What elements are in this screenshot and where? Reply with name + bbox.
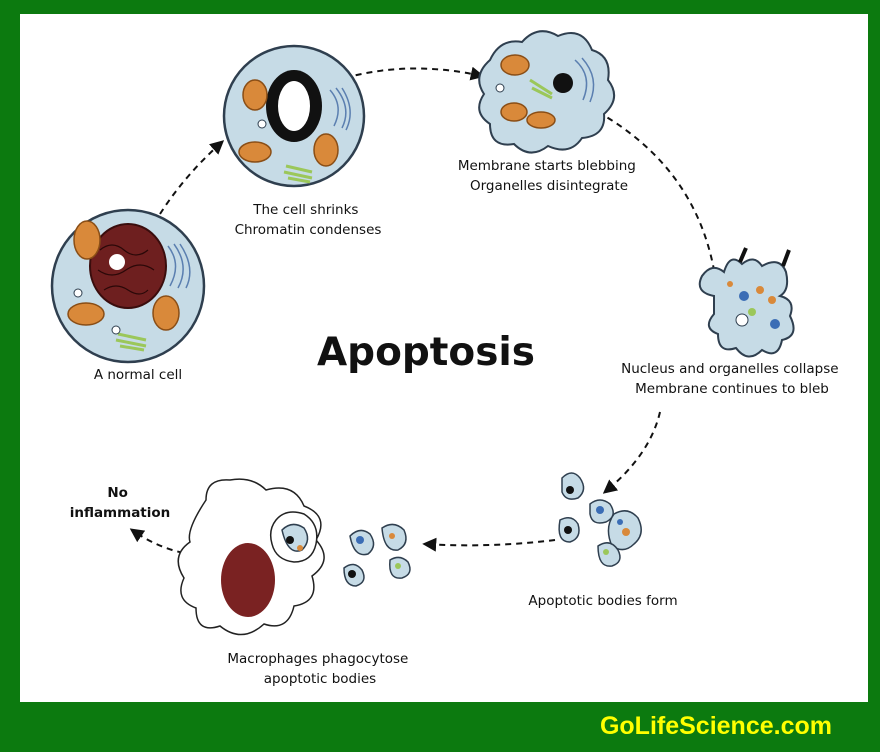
label-shrinks-line2: Chromatin condenses — [235, 222, 382, 238]
label-blebbing: Membrane starts blebbing Organelles disi… — [458, 158, 640, 194]
apoptotic-bodies — [558, 472, 642, 567]
label-outcome-line1: No — [107, 485, 128, 501]
label-no-inflammation: No inflammation — [70, 485, 171, 521]
label-collapse-line2: Membrane continues to bleb — [635, 381, 829, 397]
arrow-normal-to-shrinks — [159, 140, 225, 215]
label-normal-line1: A normal cell — [94, 367, 182, 383]
arrow-blebbing-to-collapse — [597, 111, 722, 285]
blebbing-cell — [478, 30, 615, 154]
arrow-phagocyte-to-outcome — [129, 528, 206, 556]
normal-cell — [50, 208, 206, 364]
macrophage — [177, 478, 325, 636]
cycle-arrows — [129, 66, 722, 556]
label-phagocytose-line2: apoptotic bodies — [264, 671, 376, 687]
collapsing-cell — [698, 247, 795, 358]
label-outcome-line2: inflammation — [70, 505, 171, 521]
arrow-shrinks-to-blebbing — [344, 66, 485, 81]
label-bodies-line1: Apoptotic bodies form — [528, 593, 677, 609]
label-collapse: Nucleus and organelles collapse Membrane… — [621, 361, 843, 397]
label-normal-cell: A normal cell — [94, 367, 182, 383]
shrinking-cell — [222, 44, 366, 188]
arrow-bodies-to-phagocyte — [422, 537, 556, 552]
label-bodies: Apoptotic bodies form — [528, 593, 677, 609]
label-collapse-line1: Nucleus and organelles collapse — [621, 361, 838, 377]
label-shrinks-line1: The cell shrinks — [252, 202, 358, 218]
label-blebbing-line1: Membrane starts blebbing — [458, 158, 636, 174]
diagram-panel — [20, 14, 868, 702]
diagram-title: Apoptosis — [317, 330, 535, 375]
arrow-collapse-to-bodies — [602, 411, 661, 494]
engulfed-bodies — [343, 523, 411, 587]
label-blebbing-line2: Organelles disintegrate — [470, 178, 628, 194]
label-shrinks: The cell shrinks Chromatin condenses — [235, 202, 382, 238]
label-phagocytose: Macrophages phagocytose apoptotic bodies — [227, 651, 412, 687]
site-watermark: GoLifeScience.com — [599, 712, 832, 740]
label-phagocytose-line1: Macrophages phagocytose — [227, 651, 408, 667]
